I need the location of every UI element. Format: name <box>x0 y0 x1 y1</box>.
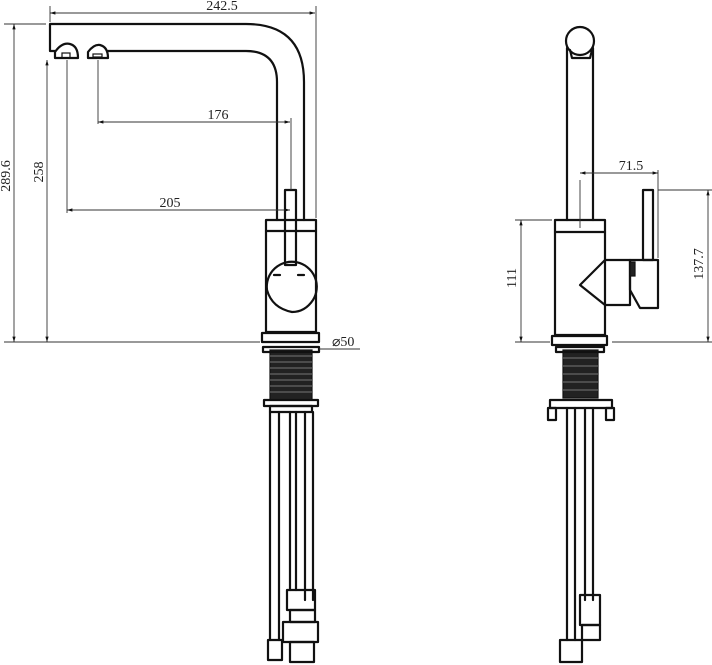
dim-total-height: 289.6 <box>0 160 14 192</box>
side-hose-fittings <box>558 593 602 664</box>
dim-outlet2-reach: 205 <box>160 196 181 211</box>
hose-fittings <box>266 588 320 664</box>
outlet-left <box>53 42 80 60</box>
dim-outlet-height: 258 <box>32 162 47 183</box>
dim-base-diameter: ⌀50 <box>332 335 354 350</box>
supply-hoses <box>268 410 315 642</box>
base-plate <box>260 331 321 344</box>
side-dimension-lines <box>515 170 712 343</box>
side-hoses <box>565 406 595 642</box>
front-view: 242.5 176 205 289.6 258 ⌀50 <box>0 0 360 664</box>
dim-handle-height: 137.7 <box>692 248 707 280</box>
side-body <box>553 218 607 337</box>
outlet-right <box>86 43 110 60</box>
dim-body-height: 111 <box>505 268 520 288</box>
spout-outline <box>48 22 306 222</box>
lever <box>283 188 298 267</box>
dimension-lines <box>4 6 360 350</box>
spout-end <box>564 25 596 57</box>
side-lever <box>641 188 655 262</box>
handle-knob <box>265 260 318 314</box>
side-view: 71.5 111 137.7 <box>505 25 712 664</box>
dim-outlet1-reach: 176 <box>208 108 229 123</box>
side-handle <box>628 258 660 310</box>
dim-total-width: 242.5 <box>206 0 238 14</box>
faucet-body <box>264 218 318 334</box>
dim-handle-offset: 71.5 <box>619 159 644 174</box>
side-handle-housing <box>578 258 632 307</box>
